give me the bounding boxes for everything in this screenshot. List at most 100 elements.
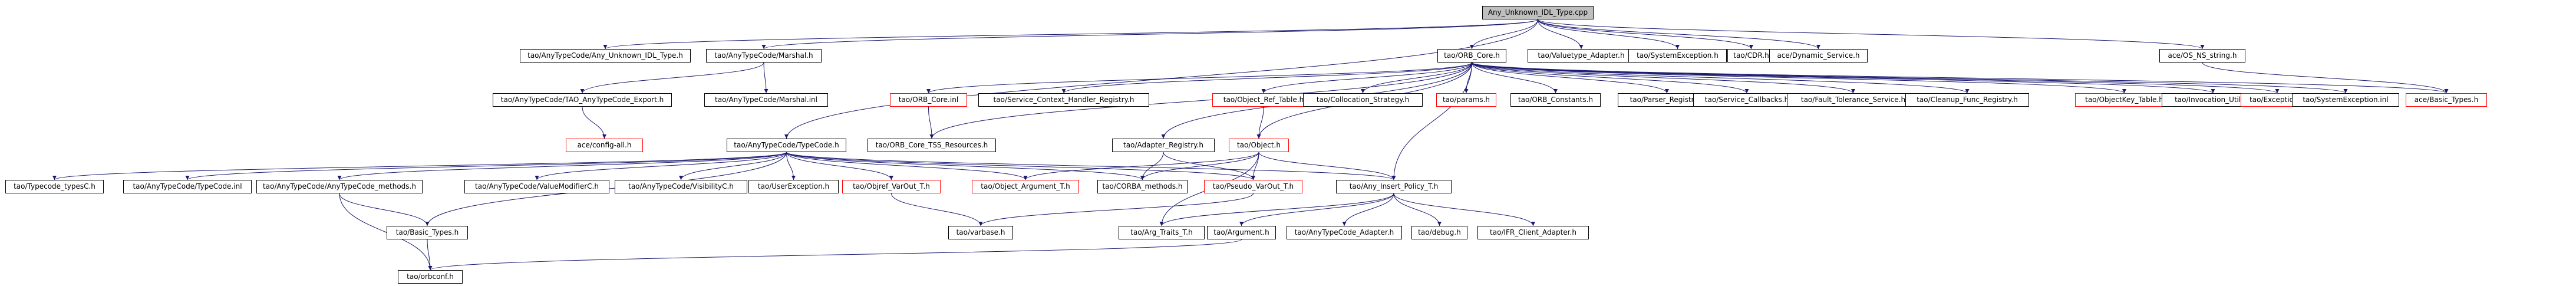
edge-any_insert_policy_t_h-to-arg_traits_t_h bbox=[1159, 193, 1394, 226]
node-collocation-strategy-h[interactable]: tao/Collocation_Strategy.h bbox=[1303, 93, 1423, 107]
edge-typecode_h-to-typecode_inl bbox=[185, 152, 787, 180]
edge-orb_core_h-to-orb_constants_h bbox=[1472, 62, 1558, 94]
edge-typecode_h-to-valuemodifierc_h bbox=[535, 152, 787, 180]
edge-root-to-dynamic_service_h bbox=[1538, 19, 1820, 50]
node-objectkey-table-h[interactable]: tao/ObjectKey_Table.h bbox=[2075, 93, 2173, 107]
edge-orb_core_h-to-system_exception_inl bbox=[1472, 62, 2348, 94]
edge-object_h-to-pseudo_varout_t_h bbox=[1251, 152, 1259, 180]
edge-objref_varout_t_h-to-varbase_h bbox=[891, 193, 983, 226]
node-userexception-h[interactable]: tao/UserException.h bbox=[748, 180, 839, 193]
node-basic-types-ace-h[interactable]: ace/Basic_Types.h bbox=[2406, 93, 2487, 107]
node-typecode-typesc-h[interactable]: tao/Typecode_typesC.h bbox=[5, 180, 104, 193]
node-pseudo-varout-t-h[interactable]: tao/Pseudo_VarOut_T.h bbox=[1204, 180, 1302, 193]
node-varbase-h[interactable]: tao/varbase.h bbox=[948, 226, 1013, 239]
edge-tao_anytypecode_export_h-to-config_all_h bbox=[582, 106, 606, 139]
node-visibilityc-h[interactable]: tao/AnyTypeCode/VisibilityC.h bbox=[615, 180, 747, 193]
node-argument-h[interactable]: tao/Argument.h bbox=[1207, 226, 1276, 239]
node-tao-anytypecode-export-h[interactable]: tao/AnyTypeCode/TAO_AnyTypeCode_Export.h bbox=[493, 93, 672, 107]
node-orb-core-h[interactable]: tao/ORB_Core.h bbox=[1437, 49, 1506, 63]
edge-typecode_h-to-visibilityc_h bbox=[679, 152, 787, 180]
edge-typecode_h-to-any_insert_policy_t_h bbox=[786, 152, 1396, 180]
edge-marshal_h-to-tao_anytypecode_export_h bbox=[580, 62, 764, 94]
node-valuetype-adapter-h[interactable]: tao/Valuetype_Adapter.h bbox=[1528, 49, 1635, 63]
node-debug-h[interactable]: tao/debug.h bbox=[1411, 226, 1467, 239]
edge-marshal_h-to-marshal_inl bbox=[763, 62, 768, 94]
node-typecode-inl[interactable]: tao/AnyTypeCode/TypeCode.inl bbox=[123, 180, 252, 193]
node-any-unknown-h[interactable]: tao/AnyTypeCode/Any_Unknown_IDL_Type.h bbox=[520, 49, 691, 63]
edge-orb_core_h-to-fault_tolerance_service_h bbox=[1472, 62, 1855, 94]
node-root[interactable]: Any_Unknown_IDL_Type.cpp bbox=[1482, 6, 1594, 19]
node-orb-constants-h[interactable]: tao/ORB_Constants.h bbox=[1510, 93, 1601, 107]
node-system-exception-inl[interactable]: tao/SystemException.inl bbox=[2292, 93, 2399, 107]
node-orb-core-inl[interactable]: tao/ORB_Core.inl bbox=[890, 93, 967, 107]
edge-orb_core_h-to-service_callbacks_h bbox=[1472, 62, 1749, 94]
edge-root-to-orb_core_h bbox=[1470, 19, 1538, 50]
edge-object_h-to-corba_methods_h bbox=[1140, 152, 1259, 180]
node-anytypecode-adapter-h[interactable]: tao/AnyTypeCode_Adapter.h bbox=[1287, 226, 1402, 239]
node-objref-varout-t-h[interactable]: tao/Objref_VarOut_T.h bbox=[842, 180, 941, 193]
edge-orb_core_h-to-exception_h bbox=[1472, 62, 2280, 94]
edge-object_ref_table_h-to-object_h bbox=[1256, 106, 1264, 139]
edge-orb_core_h-to-objectkey_table_h bbox=[1472, 62, 2126, 94]
edge-typecode_h-to-pseudo_varout_t_h bbox=[786, 152, 1255, 180]
node-typecode-h[interactable]: tao/AnyTypeCode/TypeCode.h bbox=[727, 139, 846, 152]
node-service-context-handler-registry-h[interactable]: tao/Service_Context_Handler_Registry.h bbox=[978, 93, 1149, 107]
edge-object_h-to-any_insert_policy_t_h bbox=[1258, 152, 1396, 180]
edge-root-to-valuetype_adapter_h bbox=[1538, 19, 1584, 50]
edge-typecode_h-to-typecode_typesc_h bbox=[52, 152, 787, 180]
node-system-exception-h[interactable]: tao/SystemException.h bbox=[1628, 49, 1727, 63]
edge-orb_core_h-to-service_context_handler_registry_h bbox=[1061, 62, 1472, 94]
edge-orb_core_h-to-collocation_strategy_h bbox=[1361, 62, 1472, 94]
node-params-h[interactable]: tao/params.h bbox=[1436, 93, 1496, 107]
edge-root-to-marshal_h bbox=[761, 19, 1538, 50]
edge-typecode_h-to-userexception_h bbox=[786, 152, 796, 180]
node-cleanup-func-registry-h[interactable]: tao/Cleanup_Func_Registry.h bbox=[1905, 93, 2029, 107]
edge-typecode_h-to-object_argument_t_h bbox=[786, 152, 1028, 180]
edge-typecode_methods_h-to-basic_types_tao_h bbox=[339, 193, 430, 226]
edge-root-to-any_unknown_h bbox=[603, 19, 1538, 50]
edge-root-to-os_ns_string_h bbox=[1538, 19, 2205, 50]
node-typecode-methods-h[interactable]: tao/AnyTypeCode/AnyTypeCode_methods.h bbox=[256, 180, 423, 193]
edge-orb_core_h-to-any_insert_policy_t_h bbox=[1391, 62, 1472, 180]
edge-any_insert_policy_t_h-to-debug_h bbox=[1393, 193, 1442, 226]
edge-orb_core_h-to-object_ref_table_h bbox=[1261, 62, 1472, 94]
node-corba-methods-h[interactable]: tao/CORBA_methods.h bbox=[1097, 180, 1188, 193]
edge-orb_core_h-to-cleanup_func_registry_h bbox=[1472, 62, 1970, 94]
edge-root-to-cdr_h bbox=[1538, 19, 1753, 50]
node-service-callbacks-h[interactable]: tao/Service_Callbacks.h bbox=[1693, 93, 1800, 107]
node-fault-tolerance-service-h[interactable]: tao/Fault_Tolerance_Service.h bbox=[1787, 93, 1919, 107]
edge-typecode_methods_h-to-orbconf_h bbox=[339, 193, 433, 271]
edge-root-to-system_exception_h bbox=[1538, 19, 1680, 50]
node-arg-traits-t-h[interactable]: tao/Arg_Traits_T.h bbox=[1119, 226, 1205, 239]
node-parser-registry-h[interactable]: tao/Parser_Registry.h bbox=[1618, 93, 1716, 107]
node-marshal-h[interactable]: tao/AnyTypeCode/Marshal.h bbox=[706, 49, 822, 63]
node-ifr-client-adapter-h[interactable]: tao/IFR_Client_Adapter.h bbox=[1477, 226, 1589, 239]
node-orb-core-tss-resources-h[interactable]: tao/ORB_Core_TSS_Resources.h bbox=[868, 139, 996, 152]
edge-typecode_h-to-corba_methods_h bbox=[786, 152, 1144, 180]
node-marshal-inl[interactable]: tao/AnyTypeCode/Marshal.inl bbox=[704, 93, 828, 107]
node-dynamic-service-h[interactable]: ace/Dynamic_Service.h bbox=[1769, 49, 1868, 63]
node-object-h[interactable]: tao/Object.h bbox=[1229, 139, 1289, 152]
node-cdr-h[interactable]: tao/CDR.h bbox=[1727, 49, 1775, 63]
edge-orb_core_h-to-orb_core_tss_resources_h bbox=[929, 62, 1472, 139]
edge-object_h-to-object_argument_t_h bbox=[1023, 152, 1259, 180]
edge-orb_core_h-to-basic_types_ace_h bbox=[1472, 62, 2449, 94]
node-valuemodifierc-h[interactable]: tao/AnyTypeCode/ValueModifierC.h bbox=[464, 180, 609, 193]
edge-pseudo_varout_t_h-to-varbase_h bbox=[978, 193, 1254, 226]
edge-typecode_h-to-objref_varout_t_h bbox=[786, 152, 893, 180]
node-any-insert-policy-t-h[interactable]: tao/Any_Insert_Policy_T.h bbox=[1336, 180, 1452, 193]
node-object-argument-t-h[interactable]: tao/Object_Argument_T.h bbox=[972, 180, 1079, 193]
node-basic-types-tao-h[interactable]: tao/Basic_Types.h bbox=[387, 226, 468, 239]
node-object-ref-table-h[interactable]: tao/Object_Ref_Table.h bbox=[1212, 93, 1315, 107]
node-adapter-registry-h[interactable]: tao/Adapter_Registry.h bbox=[1112, 139, 1215, 152]
edge-adapter_registry_h-to-pseudo_varout_t_h bbox=[1163, 152, 1255, 180]
node-os-ns-string-h[interactable]: ace/OS_NS_string.h bbox=[2159, 49, 2245, 63]
edge-any_insert_policy_t_h-to-ifr_client_adapter_h bbox=[1393, 193, 1535, 226]
node-invocation-utils-h[interactable]: tao/Invocation_Utils.h bbox=[2162, 93, 2264, 107]
edge-typecode_h-to-typecode_methods_h bbox=[337, 152, 787, 180]
node-config-all-h[interactable]: ace/config-all.h bbox=[566, 139, 643, 152]
node-orbconf-h[interactable]: tao/orbconf.h bbox=[398, 270, 463, 284]
edge-orb_core_inl-to-orb_core_tss_resources_h bbox=[928, 106, 934, 139]
edge-any_insert_policy_t_h-to-argument_h bbox=[1239, 193, 1394, 226]
